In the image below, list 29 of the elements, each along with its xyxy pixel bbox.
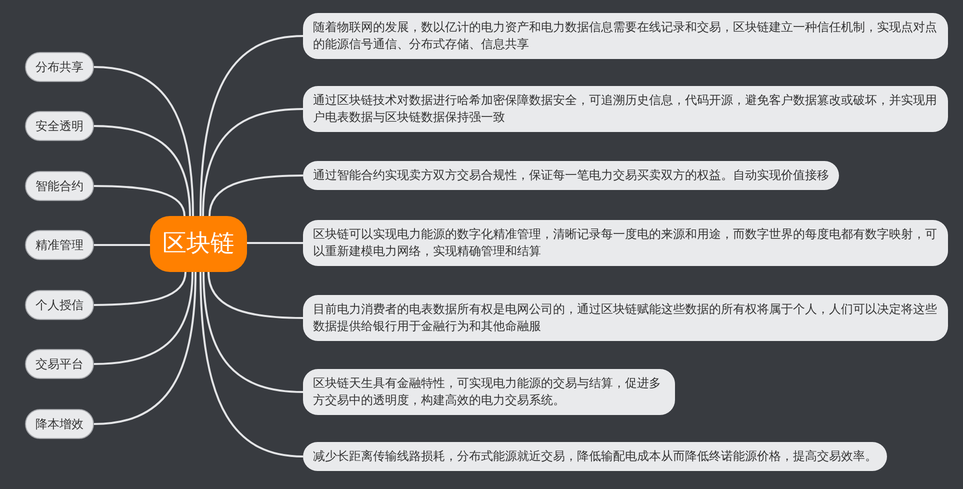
branch-topic: 安全透明: [25, 111, 94, 141]
description-box: 通过区块链技术对数据进行哈希加密保障数据安全，可追溯历史信息，代码开源，避免客户数据篡改或破坏，并实现用户电表数据与区块链数据保持强一致: [303, 86, 948, 132]
branch-topic: 降本增效: [25, 409, 94, 439]
branch-topic: 交易平台: [25, 349, 94, 379]
branch-topic: 智能合约: [25, 171, 94, 201]
connector-line: [94, 272, 194, 365]
connector-line: [208, 174, 304, 216]
connector-line: [200, 35, 304, 216]
description-box: 随着物联网的发展，数以亿计的电力资产和电力数据信息需要在线记录和交易，区块链建立一种信任机制，实现点对点的能源信号通信、分布式存储、信息共享: [303, 13, 948, 59]
description-box: 减少长距离传输线路损耗，分布式能源就近交易，降低输配电成本从而降低终诺能源价格，提高交易效率。: [303, 442, 887, 471]
connector-line: [200, 272, 304, 458]
connector-line: [208, 272, 304, 319]
connector-line: [94, 185, 186, 216]
description-box: 区块链天生具有金融特性，可实现电力能源的交易与结算，促进多方交易中的透明度，构建高效的电力交易系统。: [303, 369, 675, 415]
branch-topic: 个人授信: [25, 290, 94, 320]
connector-line: [94, 125, 191, 216]
description-box: 目前电力消费者的电表数据所有权是电网公司的，通过区块链赋能这些数据的所有权将属于个人，人们可以决定将这些数据提供给银行用于金融行为和其他命融服: [303, 295, 948, 341]
connector-line: [247, 242, 303, 244]
branch-topic: 精准管理: [25, 230, 94, 260]
connector-line: [94, 272, 186, 306]
branch-topic: 分布共享: [25, 52, 94, 82]
connector-line: [202, 272, 304, 393]
description-box: 区块链可以实现电力能源的数字化精准管理，清晰记录每一度电的来源和用途，而数字世界的每度电都有数字映射，可以重新建模电力网络，实现精确管理和结算: [303, 220, 948, 266]
connector-line: [94, 66, 194, 216]
connector-line: [202, 108, 304, 216]
connector-line: [94, 272, 196, 425]
connector-line: [94, 244, 150, 246]
central-topic: 区块链: [150, 216, 247, 272]
description-box: 通过智能合约实现卖方双方交易合规性，保证每一笔电力交易买卖双方的权益。自动实现价值接移: [303, 161, 839, 190]
